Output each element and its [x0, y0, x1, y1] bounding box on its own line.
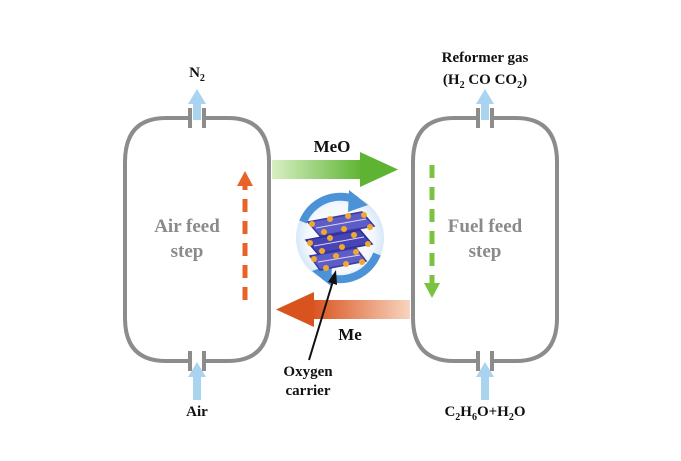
upward-flow-arrow — [237, 171, 253, 300]
n2-outlet-arrow — [188, 89, 206, 120]
oxygen-carrier-label-2: carrier — [286, 383, 331, 399]
me-transfer-arrow — [276, 292, 410, 327]
fuel-feed-label: Fuel feed — [448, 216, 523, 237]
reformer-gas-formula: (H2 CO CO2) — [443, 72, 527, 91]
air-inlet-label: Air — [186, 404, 208, 420]
reformer-gas-outlet-arrow — [476, 89, 494, 120]
air-reactor-vessel — [123, 116, 271, 363]
lattice-structure — [304, 211, 376, 271]
meo-label: MeO — [314, 137, 351, 156]
air-reactor: Air feed step — [123, 108, 271, 371]
oxygen-carrier-pointer — [308, 270, 337, 361]
fuel-feed-label-step: step — [469, 241, 502, 262]
n2-label: N2 — [189, 65, 205, 84]
fuel-inlet-arrow — [476, 362, 494, 400]
fuel-reactor-vessel — [411, 116, 559, 363]
reformer-gas-label: Reformer gas — [442, 50, 529, 66]
fuel-inlet-formula: C2H6O+H2O — [444, 404, 525, 423]
me-label: Me — [338, 325, 362, 344]
fuel-reactor: Fuel feed step — [411, 108, 559, 371]
air-inlet-arrow — [188, 362, 206, 400]
oxygen-carrier-label: Oxygen — [283, 364, 333, 380]
meo-transfer-arrow — [272, 152, 398, 187]
air-feed-label-step: step — [171, 241, 204, 262]
oxygen-carrier-icon — [296, 190, 384, 286]
downward-flow-arrow — [424, 165, 440, 298]
air-feed-label: Air feed — [154, 216, 220, 237]
